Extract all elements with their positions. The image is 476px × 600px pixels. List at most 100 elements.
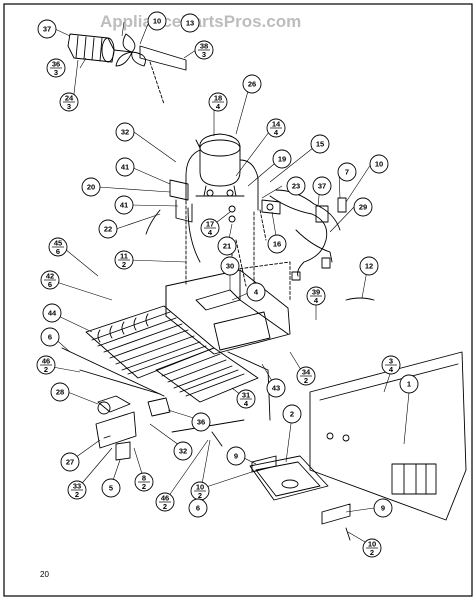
callout-text: 4 (254, 288, 259, 297)
callout-circle (267, 234, 287, 254)
callout-text: 4 (208, 228, 213, 237)
compressor (195, 133, 245, 197)
callout-text: 33 (73, 482, 81, 491)
callout-text: 6 (56, 247, 60, 256)
callout-24-3: 243 (59, 92, 79, 112)
callout-43: 43 (266, 378, 286, 398)
callout-circle (217, 236, 237, 256)
callout-text: 5 (109, 484, 113, 493)
drain-tube (345, 297, 375, 301)
callout-44: 44 (42, 303, 62, 323)
callout-circle (115, 157, 135, 177)
watermark: AppliancePartsPros.com (100, 12, 301, 31)
callout-3-4: 34 (381, 355, 401, 375)
rail-6 (61, 347, 165, 397)
callout-10-2: 102 (362, 538, 382, 558)
callout-text: 3 (54, 68, 58, 77)
callout-7: 7 (337, 162, 357, 182)
callout-36: 36 (191, 412, 211, 432)
screw-46 (211, 431, 223, 447)
callout-39-4: 394 (306, 286, 326, 306)
callout-text: 10 (153, 17, 161, 26)
motor-bracket (95, 411, 137, 449)
callout-28: 28 (50, 382, 70, 402)
lower-fan-motor (97, 395, 131, 415)
callout-10: 10 (147, 11, 167, 31)
callout-42-6: 426 (40, 270, 60, 290)
callout-circle (147, 11, 167, 31)
callout-text: 2 (44, 365, 48, 374)
callout-21: 21 (217, 236, 237, 256)
callout-text: 43 (272, 384, 280, 393)
callout-text: 2 (198, 491, 202, 500)
callout-text: 3 (389, 357, 393, 366)
callout-text: 7 (345, 168, 349, 177)
callout-text: 19 (278, 155, 286, 164)
callout-6: 6 (188, 498, 208, 518)
callout-text: 41 (120, 201, 128, 210)
callout-text: 9 (234, 452, 238, 461)
drain-pan (249, 455, 329, 501)
callout-34-2: 342 (296, 366, 316, 386)
callout-text: 44 (48, 309, 57, 318)
callout-text: 24 (65, 94, 74, 103)
callout-circle (115, 122, 135, 142)
callout-text: 36 (197, 418, 205, 427)
compressor-grommets (206, 189, 236, 223)
callout-2: 2 (282, 404, 302, 424)
callout-circle (272, 149, 292, 169)
callout-text: 32 (121, 128, 129, 137)
callout-text: 37 (43, 25, 51, 34)
callout-text: 6 (48, 333, 52, 342)
refrigerant-tubing (185, 149, 259, 263)
callout-circle (353, 197, 373, 217)
callout-circle (60, 452, 80, 472)
bracket-9a (251, 455, 277, 473)
condenser-coil (85, 305, 215, 379)
callout-text: 13 (186, 19, 194, 28)
callout-27: 27 (60, 452, 80, 472)
callout-5: 5 (101, 478, 121, 498)
callout-text: 4 (244, 399, 249, 408)
callout-text: 41 (121, 163, 129, 172)
callout-text: 2 (142, 482, 146, 491)
callout-text: 2 (370, 548, 374, 557)
callout-36-3: 363 (46, 58, 66, 78)
callout-text: 27 (66, 458, 74, 467)
callout-13: 13 (180, 13, 200, 33)
callout-circle (369, 154, 389, 174)
callout-circle (188, 498, 208, 518)
page-border (3, 3, 473, 597)
callout-32: 32 (173, 441, 193, 461)
callout-circle (40, 327, 60, 347)
start-relay-16 (261, 199, 281, 215)
callout-circle (226, 446, 246, 466)
callout-circle (266, 378, 286, 398)
wiring-harness (269, 189, 341, 281)
callout-circle (173, 441, 193, 461)
callout-text: 21 (223, 242, 231, 251)
callout-circle (191, 412, 211, 432)
callout-text: 42 (46, 272, 54, 281)
callout-text: 15 (316, 140, 324, 149)
callout-10: 10 (369, 154, 389, 174)
callout-text: 16 (273, 240, 281, 249)
callout-text: 18 (214, 94, 222, 103)
callout-9: 9 (226, 446, 246, 466)
callout-text: 12 (365, 262, 373, 271)
bracket-5 (115, 441, 131, 461)
callout-circle (337, 162, 357, 182)
callout-circle (114, 195, 134, 215)
condenser-coil-2 (155, 347, 259, 403)
callout-12: 12 (359, 256, 379, 276)
callout-text: 23 (292, 182, 300, 191)
callout-31-4: 314 (236, 389, 256, 409)
callout-circle (286, 176, 306, 196)
callout-text: 32 (179, 447, 187, 456)
callout-26: 26 (242, 74, 262, 94)
callout-10-2: 102 (190, 481, 210, 501)
callout-text: 2 (290, 410, 294, 419)
callout-circle (220, 256, 240, 276)
